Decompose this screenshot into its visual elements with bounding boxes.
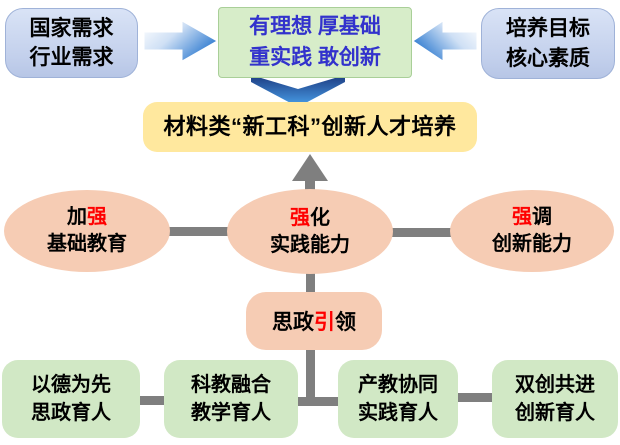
bottom3-line2: 实践育人 [358,402,438,424]
national-industry-needs-box: 国家需求 行业需求 [5,8,138,78]
lead-black-post: 领 [335,311,356,334]
connector-lead-bottom [306,342,315,406]
values-box: 有理想 厚基础 重实践 敢创新 [218,7,412,78]
lead-line: 思政引领 [272,306,356,336]
connector-box1-box2 [134,396,168,405]
ellipse1-black-pre: 加 [67,206,87,228]
goals-line1: 培养目标 [506,17,590,41]
values-line1: 有理想 厚基础 [249,15,381,39]
lead-red-char: 引 [314,311,335,334]
ellipse-innovation-ability: 强调 创新能力 [450,190,614,272]
bottom-box-industry-education: 产教协同 实践育人 [338,360,458,438]
ellipse1-red-char: 强 [87,206,107,228]
ideological-leadership-box: 思政引领 [246,292,382,350]
ellipse3-black-post: 调 [532,206,552,228]
bottom3-line1: 产教协同 [358,373,438,396]
bottom-box-dual-innovation: 双创共进 创新育人 [492,360,618,438]
connector-mid-ellipse-lead [306,262,315,300]
bottom4-line2: 创新育人 [515,402,595,424]
ellipse2-red-char: 强 [290,206,310,229]
bottom2-line1: 科教融合 [191,373,271,396]
training-goals-box: 培养目标 核心素质 [481,8,615,79]
ellipse3-line2: 创新能力 [492,233,572,255]
ellipse1-line2: 基础教育 [47,233,127,255]
bottom1-line1: 以德为先 [31,373,111,396]
ellipse3-line1: 强调 [512,204,552,231]
lead-black-pre: 思政 [272,311,314,334]
needs-line1: 国家需求 [29,16,114,40]
connector-bottom-t-bar [294,397,342,406]
connector-box3-box4 [454,393,496,402]
ellipse-foundation-education: 加强 基础教育 [4,190,170,272]
ellipse3-red-char: 强 [512,206,532,228]
banner-text: 材料类“新工科”创新人才培养 [163,114,457,139]
arrow-right-icon [144,21,218,61]
arrow-left-icon [413,21,477,61]
values-line2: 重实践 敢创新 [249,45,381,69]
bottom-box-moral-first: 以德为先 思政育人 [2,360,140,438]
chevron-down-arrow-icon [251,75,345,107]
bottom-box-science-education: 科教融合 教学育人 [164,360,298,438]
bottom4-line1: 双创共进 [515,373,595,396]
connector-left-ellipse-mid [158,227,238,236]
ellipse2-black-post: 化 [310,206,330,229]
ellipse-practice-ability: 强化 实践能力 [227,189,393,274]
ellipse2-line2: 实践能力 [270,233,350,256]
goals-line2: 核心素质 [506,46,590,70]
needs-line2: 行业需求 [29,46,114,69]
ellipse2-line1: 强化 [290,205,330,232]
bottom1-line2: 思政育人 [31,402,111,424]
connector-mid-ellipse-right [384,228,464,237]
innovation-talent-banner: 材料类“新工科”创新人才培养 [143,102,477,152]
bottom2-line2: 教学育人 [191,402,271,424]
ellipse1-line1: 加强 [67,204,107,231]
